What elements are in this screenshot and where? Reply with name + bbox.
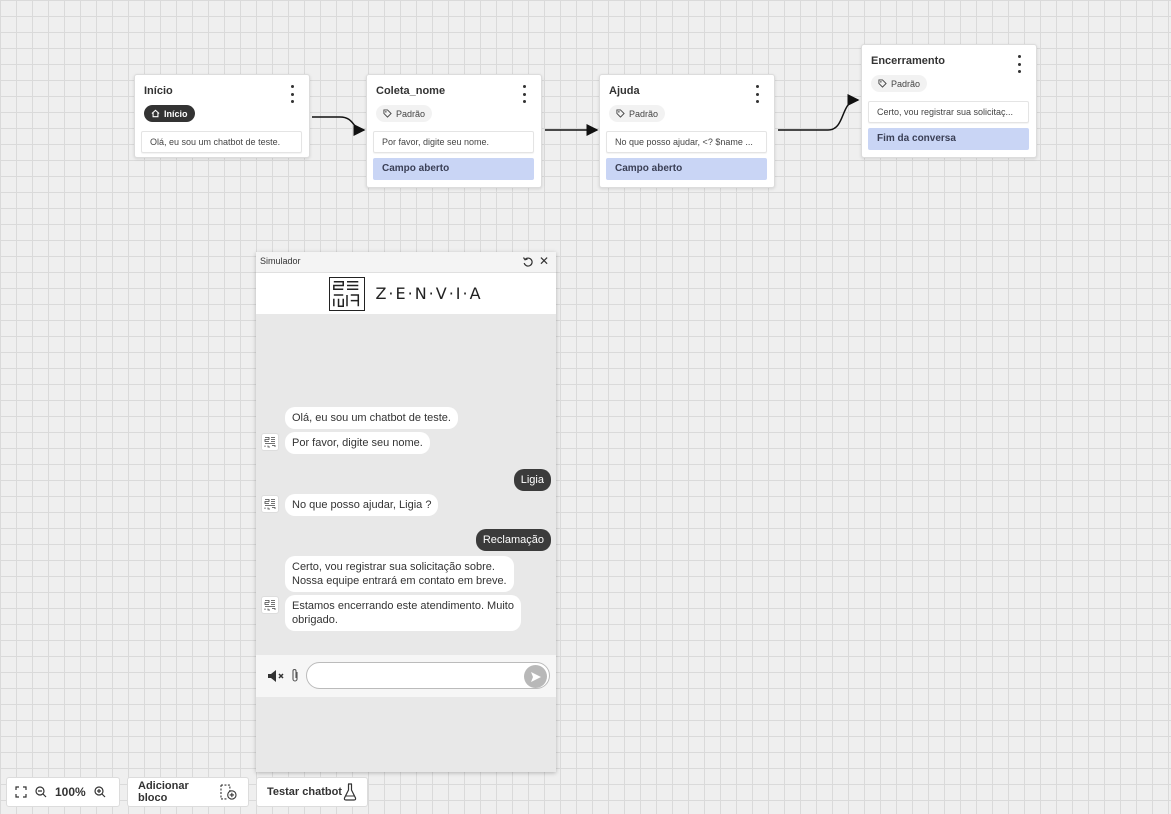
zoom-out-icon[interactable] [35,786,47,798]
block-message[interactable]: No que posso ajudar, <? $name ... [606,131,767,153]
block-title: Início [144,85,173,97]
tag-icon [383,109,392,118]
flow-block-ajuda[interactable]: Ajuda Padrão No que posso ajudar, <? $na… [599,74,775,188]
send-icon [530,671,541,682]
zoom-controls: 100% [6,777,120,807]
message-input[interactable] [306,662,550,689]
bot-avatar [261,495,279,513]
test-chatbot-button[interactable]: Testar chatbot [256,777,368,807]
bot-avatar-icon [264,499,276,510]
refresh-icon[interactable] [522,256,534,268]
block-message[interactable]: Olá, eu sou um chatbot de teste. [141,131,302,153]
block-action[interactable]: Campo aberto [373,158,534,180]
flow-block-coleta-nome[interactable]: Coleta_nome Padrão Por favor, digite seu… [366,74,542,188]
add-block-button[interactable]: Adicionar bloco [127,777,249,807]
simulator-title: Simulador [260,256,301,266]
block-message[interactable]: Por favor, digite seu nome. [373,131,534,153]
user-message: Reclamação [475,529,551,551]
bot-avatar [261,433,279,451]
block-message[interactable]: Certo, vou registrar sua solicitaç... [868,101,1029,123]
close-icon[interactable]: ✕ [538,254,550,268]
simulator-header: Simulador ✕ [256,252,556,273]
bot-avatar [261,596,279,614]
bot-avatar-icon [264,600,276,611]
block-title: Ajuda [609,85,640,97]
test-chatbot-label: Testar chatbot [267,786,342,798]
bot-message: Por favor, digite seu nome. [285,432,430,454]
chat-simulator: Simulador ✕ Z·E·N·V·I·A Olá, eu sou um c… [256,252,556,772]
brand-header: Z·E·N·V·I·A [256,273,556,314]
bot-message: Estamos encerrando este atendimento. Mui… [285,595,521,631]
zenvia-logo [329,276,366,311]
zoom-level: 100% [55,785,86,799]
block-tag: Padrão [376,105,433,122]
flask-icon [343,783,357,801]
block-tag: Padrão [609,105,666,122]
flow-block-inicio[interactable]: Início Início Olá, eu sou um chatbot de … [134,74,310,158]
send-button[interactable] [524,665,547,688]
tag-icon [878,79,887,88]
block-tag: Início [144,105,195,122]
zoom-in-icon[interactable] [94,786,106,798]
message-input-bar [256,655,556,697]
block-tag: Padrão [871,75,928,92]
fullscreen-icon[interactable] [15,786,27,798]
add-block-label: Adicionar bloco [138,780,189,804]
add-block-icon [220,784,237,800]
home-icon [151,109,160,118]
bot-avatar-icon [264,437,276,448]
more-options-icon[interactable] [1012,55,1026,73]
tag-icon [616,109,625,118]
bot-message: No que posso ajudar, Ligia ? [285,494,439,516]
user-message: Ligia [513,469,551,491]
more-options-icon[interactable] [517,85,531,103]
bot-message: Certo, vou registrar sua solicitação sob… [285,556,514,592]
block-title: Coleta_nome [376,85,446,97]
more-options-icon[interactable] [750,85,764,103]
block-title: Encerramento [871,55,945,67]
bot-message: Olá, eu sou um chatbot de teste. [285,407,458,429]
block-action[interactable]: Fim da conversa [868,128,1029,150]
brand-name: Z·E·N·V·I·A [375,284,483,303]
flow-block-encerramento[interactable]: Encerramento Padrão Certo, vou registrar… [861,44,1037,158]
more-options-icon[interactable] [285,85,299,103]
attachment-icon[interactable] [290,668,300,684]
mute-icon[interactable] [267,669,287,683]
block-action[interactable]: Campo aberto [606,158,767,180]
